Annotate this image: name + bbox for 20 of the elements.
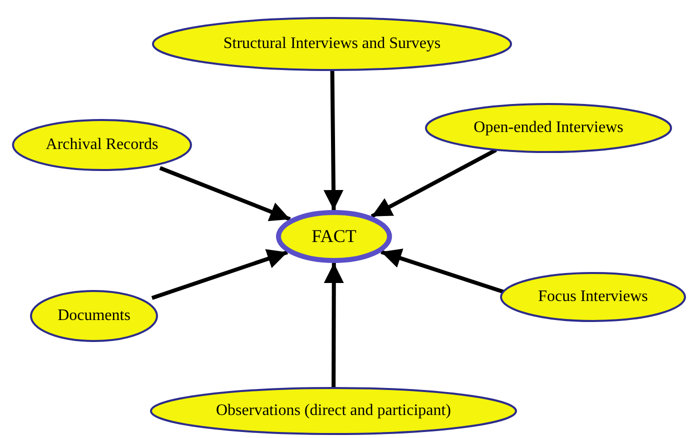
node-label: Structural Interviews and Surveys [223,35,441,53]
node-label: Archival Records [46,136,158,154]
node-label: Open-ended Interviews [474,119,624,137]
arrow [380,248,505,294]
oval-node [30,290,158,342]
arrow [159,166,291,222]
arrow [370,148,497,218]
oval-node [276,210,392,263]
oval-node [500,272,686,322]
oval-node [425,103,672,153]
oval-node [150,387,517,435]
arrow [324,70,344,210]
node-label: Observations (direct and participant) [216,402,452,420]
oval-node [12,119,192,171]
node-label: Documents [58,307,130,325]
node-label: FACT [312,226,356,247]
node-label: Focus Interviews [538,288,648,306]
oval-node [152,17,512,71]
arrow [324,263,344,387]
arrow [151,249,288,300]
